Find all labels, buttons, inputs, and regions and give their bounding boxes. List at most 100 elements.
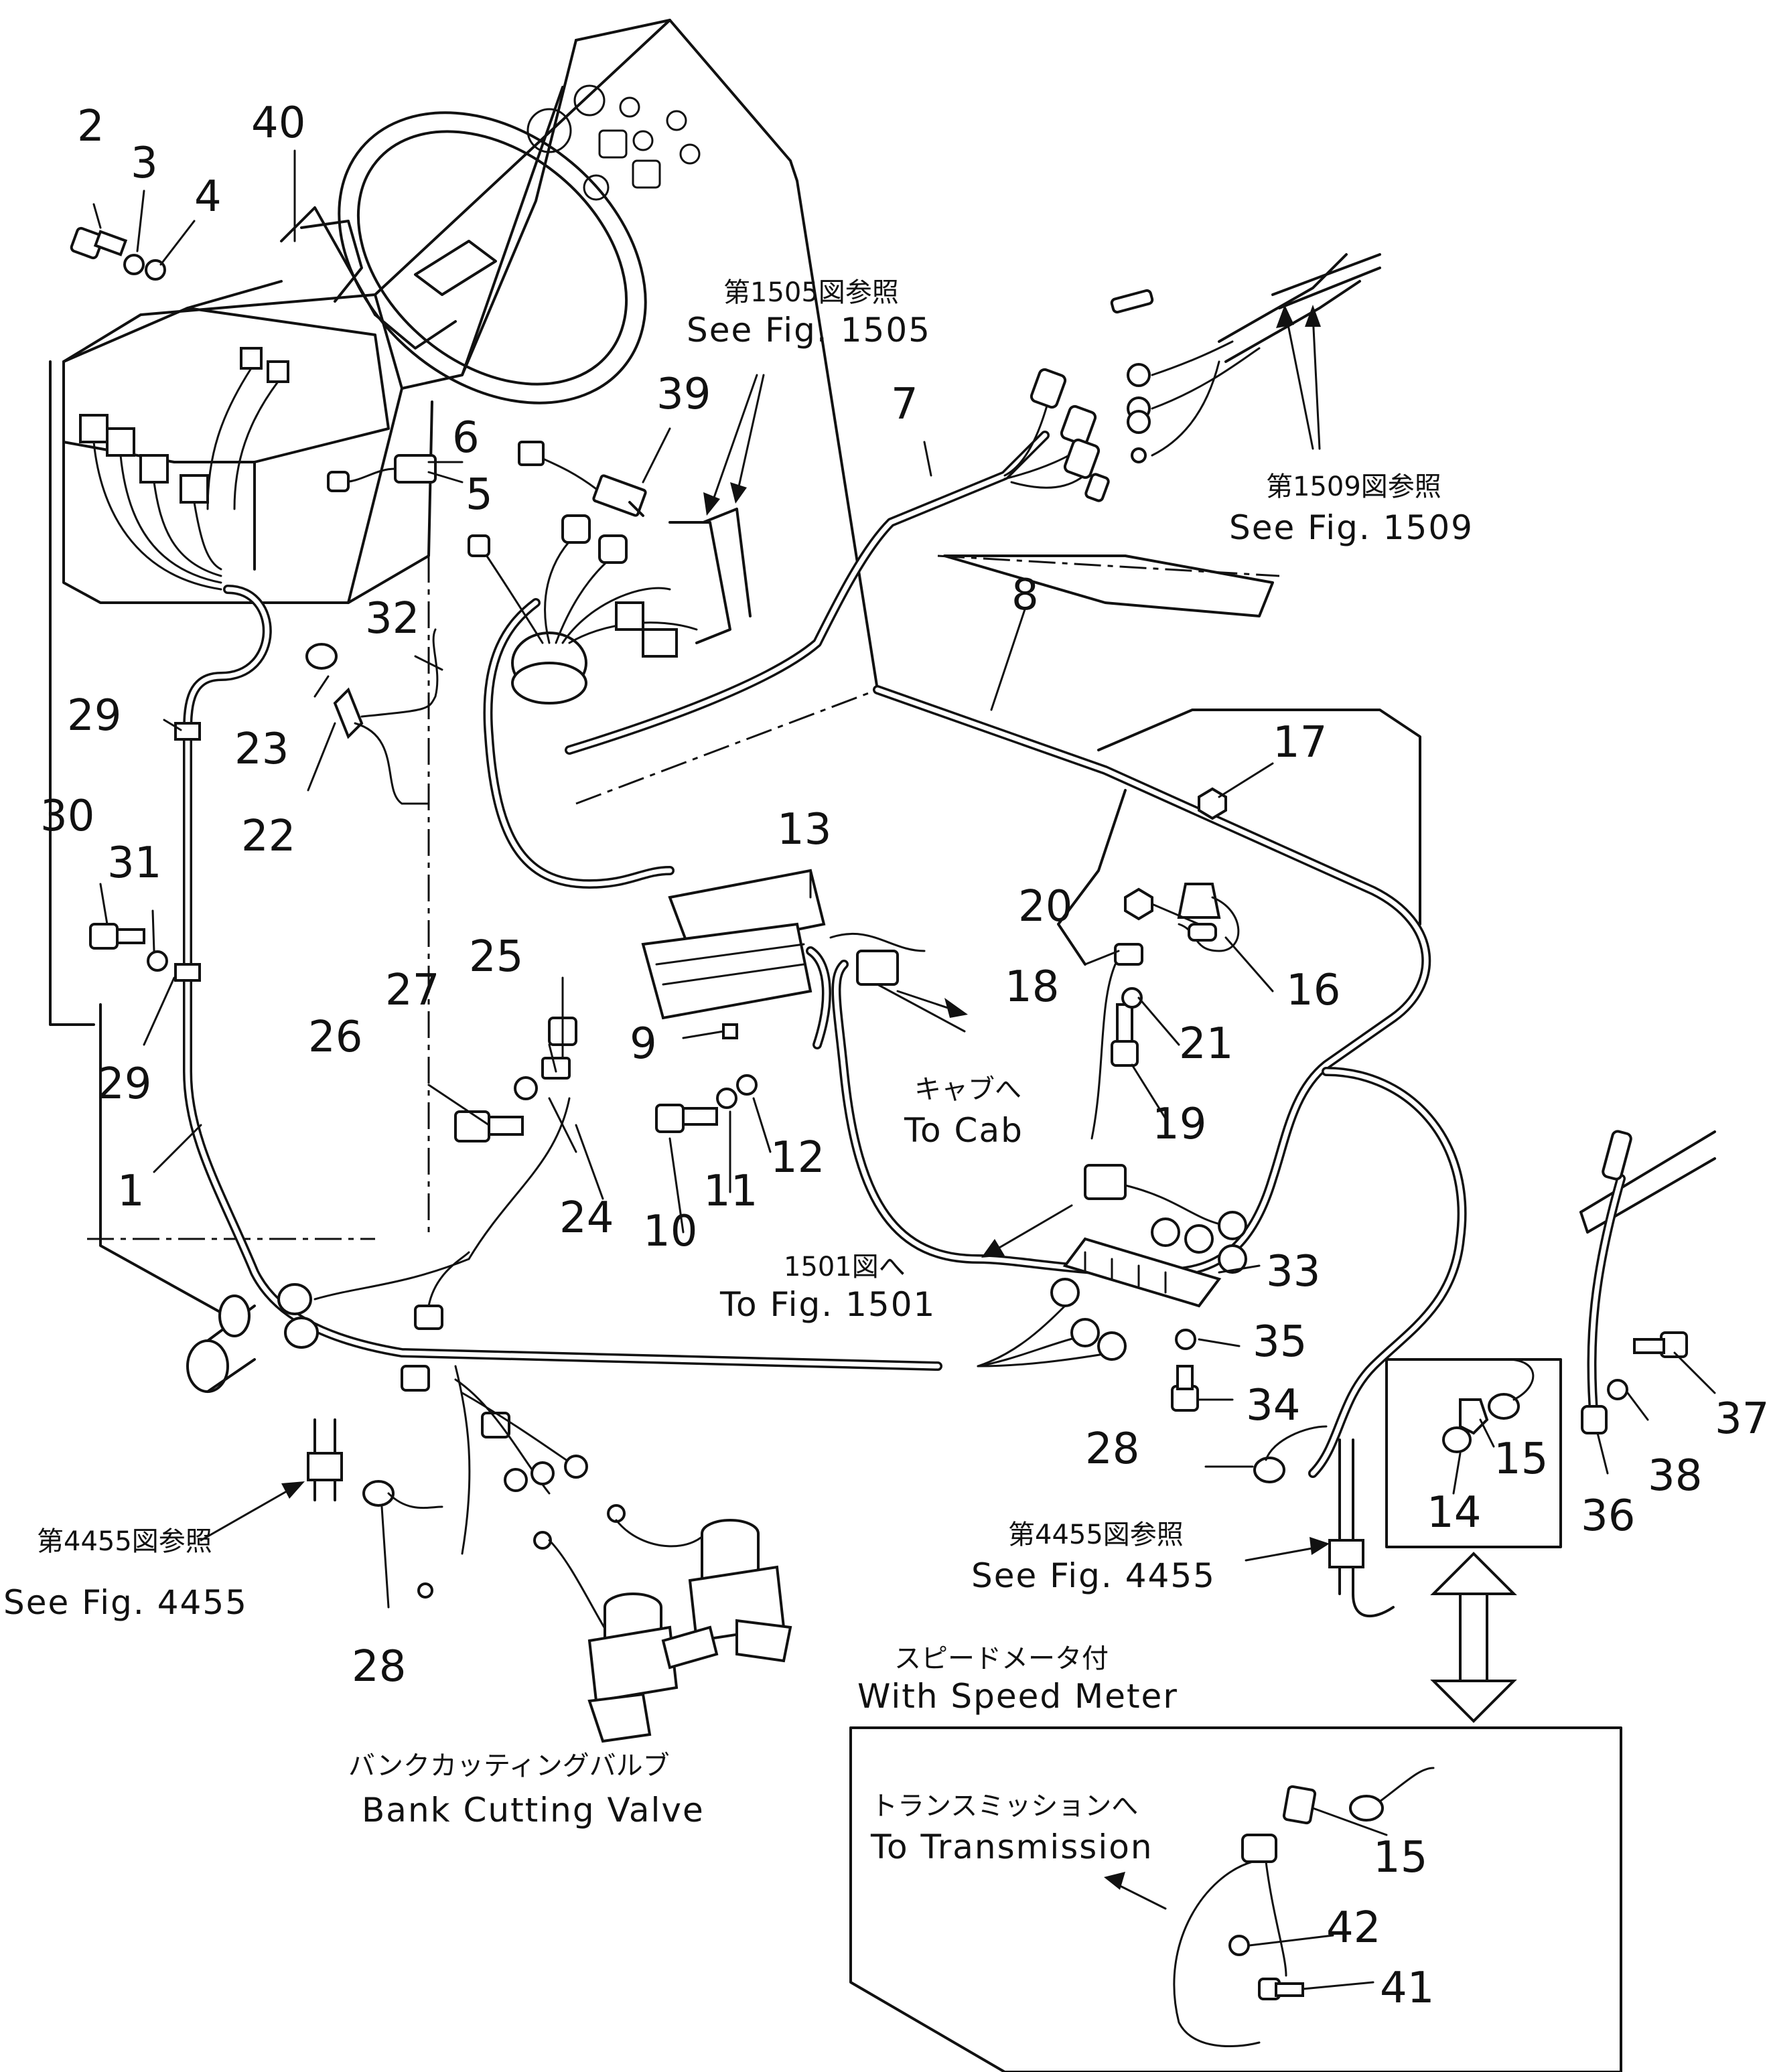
horn (186, 1294, 256, 1393)
callout-29b: 29 (97, 1059, 151, 1109)
dashboard-console (49, 19, 879, 1314)
screw-9 (722, 1023, 738, 1039)
ref-bank-valve-jp: バンクカッティングバルブ (348, 1751, 670, 1781)
ref-to-cab-en: To Cab (904, 1111, 1023, 1150)
nut-20 (1124, 887, 1153, 921)
ref-1505-en: See Fig. 1505 (687, 311, 931, 350)
callout-42: 42 (1326, 1903, 1381, 1953)
callout-36: 36 (1581, 1491, 1635, 1541)
to-cab-connector (856, 950, 966, 1033)
washer-35 (1175, 1329, 1196, 1350)
callout-5: 5 (466, 470, 493, 520)
callout-32: 32 (365, 594, 419, 644)
ref-speed-meter-en: With Speed Meter (857, 1677, 1178, 1716)
callout-2: 2 (77, 102, 104, 151)
callout-9: 9 (630, 1019, 657, 1069)
right-box (937, 554, 1421, 966)
ref-4455-right-en: See Fig. 4455 (971, 1556, 1216, 1595)
callout-labels: 2 3 4 40 6 5 39 7 8 32 29 23 22 30 31 29… (40, 98, 1767, 2013)
washer-38 (1607, 1379, 1628, 1400)
connector-bundle-1501 (977, 1278, 1127, 1367)
bank-cutting-valve (401, 1365, 792, 1743)
left-console-box (62, 280, 390, 591)
speed-sensor-box (1385, 1358, 1562, 1548)
reference-labels: 第1505図参照 See Fig. 1505 第1509図参照 See Fig.… (3, 277, 1474, 1866)
bolt-19 (1111, 1003, 1139, 1067)
callout-29a: 29 (67, 691, 121, 741)
callout-35: 35 (1253, 1317, 1307, 1367)
callout-7: 7 (891, 380, 918, 429)
callout-6: 6 (452, 413, 480, 463)
washer-31 (147, 950, 168, 972)
callout-3: 3 (131, 139, 158, 188)
ref-to-cab-jp: キャブへ (914, 1074, 1021, 1105)
callout-16: 16 (1286, 966, 1340, 1015)
bolt-2 (70, 226, 128, 260)
harness-7 (565, 368, 1110, 755)
bolt-34 (1171, 1365, 1199, 1412)
callout-8: 8 (1011, 571, 1039, 620)
callout-15b: 15 (1373, 1833, 1427, 1882)
sensor-28-right (1253, 1425, 1395, 1617)
ref-1509-en: See Fig. 1509 (1229, 508, 1474, 547)
ref-1501-jp: 1501図へ (784, 1252, 906, 1282)
callout-11: 11 (703, 1167, 758, 1216)
callout-12: 12 (770, 1133, 825, 1183)
left-harness-connectors (277, 1251, 470, 1349)
callout-40: 40 (251, 98, 305, 148)
steering-connector-bundle (468, 508, 752, 658)
ref-bank-valve-en: Bank Cutting Valve (362, 1791, 705, 1830)
bolt-30 (89, 923, 145, 950)
callout-30: 30 (40, 792, 94, 841)
callout-14: 14 (1427, 1488, 1481, 1538)
pipe-4455-left (307, 1418, 343, 1501)
bolt-37 (1633, 1331, 1688, 1358)
callout-26: 26 (308, 1013, 362, 1062)
sender-22 (305, 628, 439, 805)
switch-5 (327, 454, 437, 492)
switch-39 (518, 441, 647, 517)
callout-21: 21 (1179, 1019, 1233, 1069)
callout-38: 38 (1648, 1451, 1702, 1501)
ref-transmission-jp: トランスミッションへ (871, 1791, 1138, 1822)
callout-4: 4 (194, 172, 222, 222)
ref-4455-right-jp: 第4455図参照 (1008, 1520, 1184, 1550)
callout-28a: 28 (352, 1642, 406, 1692)
upper-right-wires (1110, 253, 1381, 463)
callout-39: 39 (656, 370, 711, 419)
washer-12 (736, 1074, 758, 1096)
callout-22: 22 (241, 812, 295, 861)
ref-4455-left-en: See Fig. 4455 (3, 1583, 248, 1622)
callout-13: 13 (777, 805, 831, 855)
ground-strap-36 (1579, 1130, 1716, 1434)
callout-18: 18 (1005, 962, 1059, 1012)
connector-18 (1090, 943, 1143, 1140)
speed-meter-inset (849, 1726, 1622, 2072)
fuse-box-13 (641, 869, 826, 1020)
callout-25: 25 (469, 932, 523, 982)
callout-34: 34 (1246, 1381, 1300, 1430)
callout-31: 31 (107, 838, 161, 888)
callout-23: 23 (234, 725, 289, 774)
callout-1: 1 (117, 1167, 145, 1216)
screw-10 (655, 1104, 718, 1133)
center-harness (483, 598, 926, 1049)
callout-37: 37 (1715, 1394, 1767, 1444)
callout-19: 19 (1152, 1100, 1206, 1149)
bolt-26 (454, 1110, 524, 1142)
switch-16 (1177, 883, 1240, 952)
washer-21 (1121, 987, 1143, 1009)
ref-4455-left-jp: 第4455図参照 (37, 1526, 212, 1557)
callout-20: 20 (1018, 882, 1072, 932)
steering-wheel (280, 111, 647, 404)
double-arrow (1430, 1552, 1517, 1723)
sensor-28-left (362, 1480, 443, 1509)
terminal-block-33 (1062, 1164, 1247, 1308)
ref-1505-jp: 第1505図参照 (723, 277, 899, 308)
callout-10: 10 (643, 1207, 697, 1256)
ref-1509-jp: 第1509図参照 (1266, 471, 1441, 502)
callout-17: 17 (1273, 718, 1327, 767)
callout-24: 24 (559, 1193, 614, 1243)
callout-15a: 15 (1494, 1434, 1548, 1484)
